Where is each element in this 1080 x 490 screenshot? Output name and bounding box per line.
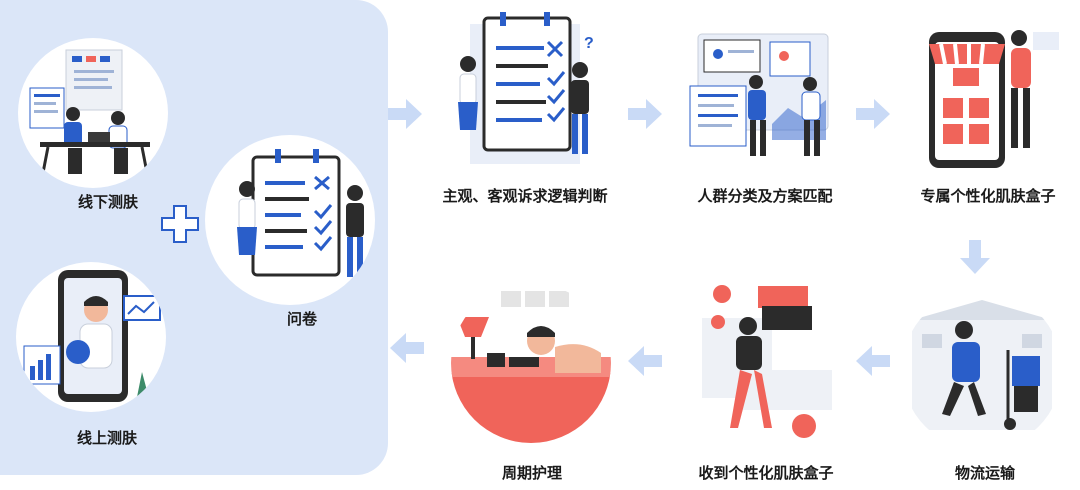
care-label: 周期护理 [501,464,563,482]
care-circle [451,283,611,443]
arrow-left-icon [856,346,890,376]
receive-box-illustration [702,285,832,438]
personalized-box-label: 专属个性化肌肤盒子 [920,187,1056,205]
svg-text:?: ? [584,35,594,52]
arrow-left-icon [628,346,662,376]
shipping-label: 物流运输 [954,464,1016,482]
receive-box-label: 收到个性化肌肤盒子 [698,464,834,482]
online-test-label: 线上测肤 [76,429,138,447]
plan-matching-label: 人群分类及方案匹配 [697,187,833,205]
logic-judgement-illustration: ? [458,12,594,164]
arrow-right-icon [388,99,422,129]
logic-judgement-label: 主观、客观诉求逻辑判断 [442,187,608,205]
questionnaire-circle: ? [205,135,375,305]
arrow-down-icon [960,240,990,274]
plus-icon [161,205,199,243]
arrow-right-icon [628,99,662,129]
shipping-illustration [912,300,1052,430]
questionnaire-label: 问卷 [286,310,318,328]
questionnaire-illustration: ? [237,149,371,277]
offline-test-illustration [29,49,150,179]
online-test-circle [16,262,166,412]
plan-matching-illustration [689,33,829,156]
shipping-circle [902,290,1062,450]
online-test-illustration [23,270,161,402]
arrow-right-icon [856,99,890,129]
care-illustration [451,283,611,443]
offline-test-circle [18,38,168,188]
personalized-box-illustration [929,30,1059,168]
arrow-left-icon [390,333,424,363]
offline-test-label: 线下测肤 [77,193,139,211]
